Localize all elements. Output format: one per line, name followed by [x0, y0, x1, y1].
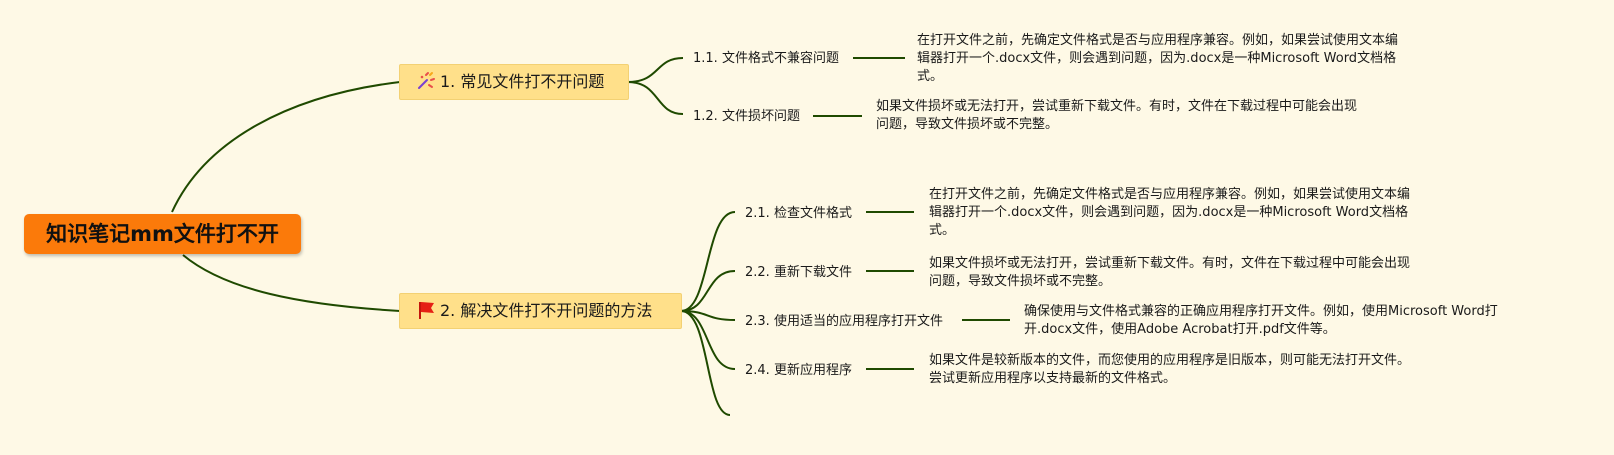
connector-b2-c2 — [680, 270, 736, 312]
subtopic-2-1-label: 2.1. 检查文件格式 — [745, 206, 852, 221]
connector-b2-c3 — [680, 310, 736, 321]
subtopic-1-2-label: 1.2. 文件损坏问题 — [693, 109, 800, 124]
connector-root-branch-2 — [182, 254, 401, 312]
subtopic-2-3-label: 2.3. 使用适当的应用程序打开文件 — [745, 314, 943, 329]
root-topic-label: 知识笔记mm文件打不开 — [46, 222, 279, 246]
branch-topic-1[interactable]: 1. 常见文件打不开问题 — [399, 64, 629, 100]
branch-topic-2-label: 2. 解决文件打不开问题的方法 — [440, 301, 653, 320]
subtopic-1-1[interactable]: 1.1. 文件格式不兼容问题 — [693, 50, 839, 68]
connector-b2-c5 — [680, 310, 731, 416]
subtopic-2-3[interactable]: 2.3. 使用适当的应用程序打开文件 — [745, 313, 943, 331]
connector-b2-c1 — [680, 211, 736, 312]
connector-b1-c1 — [627, 57, 684, 83]
note-2-1: 在打开文件之前，先确定文件格式是否与应用程序兼容。例如，如果尝试使用文本编辑器打… — [929, 187, 1411, 238]
red-flag-icon — [416, 298, 436, 319]
subtopic-2-4-label: 2.4. 更新应用程序 — [745, 363, 852, 378]
note-2-2: 如果文件损坏或无法打开，尝试重新下载文件。有时，文件在下载过程中可能会出现问题，… — [929, 256, 1411, 289]
root-topic[interactable]: 知识笔记mm文件打不开 — [24, 214, 301, 254]
note-2-3: 确保使用与文件格式兼容的正确应用程序打开文件。例如，使用Microsoft Wo… — [1024, 304, 1498, 337]
note-1-1: 在打开文件之前，先确定文件格式是否与应用程序兼容。例如，如果尝试使用文本编辑器打… — [917, 33, 1399, 84]
subtopic-2-4[interactable]: 2.4. 更新应用程序 — [745, 362, 852, 380]
subtopic-2-2[interactable]: 2.2. 重新下载文件 — [745, 264, 852, 282]
branch-topic-1-label: 1. 常见文件打不开问题 — [440, 72, 605, 91]
note-2-4: 如果文件是较新版本的文件，而您使用的应用程序是旧版本，则可能无法打开文件。尝试更… — [929, 353, 1411, 386]
subtopic-1-1-label: 1.1. 文件格式不兼容问题 — [693, 51, 839, 66]
branch-topic-2[interactable]: 2. 解决文件打不开问题的方法 — [399, 293, 682, 329]
subtopic-1-2[interactable]: 1.2. 文件损坏问题 — [693, 108, 800, 126]
note-1-2: 如果文件损坏或无法打开，尝试重新下载文件。有时，文件在下载过程中可能会出现问题，… — [876, 99, 1358, 132]
connector-b1-c2 — [627, 81, 684, 115]
connector-root-branch-1 — [171, 81, 401, 213]
subtopic-2-1[interactable]: 2.1. 检查文件格式 — [745, 205, 852, 223]
subtopic-2-2-label: 2.2. 重新下载文件 — [745, 265, 852, 280]
sparkle-icon — [416, 69, 436, 89]
